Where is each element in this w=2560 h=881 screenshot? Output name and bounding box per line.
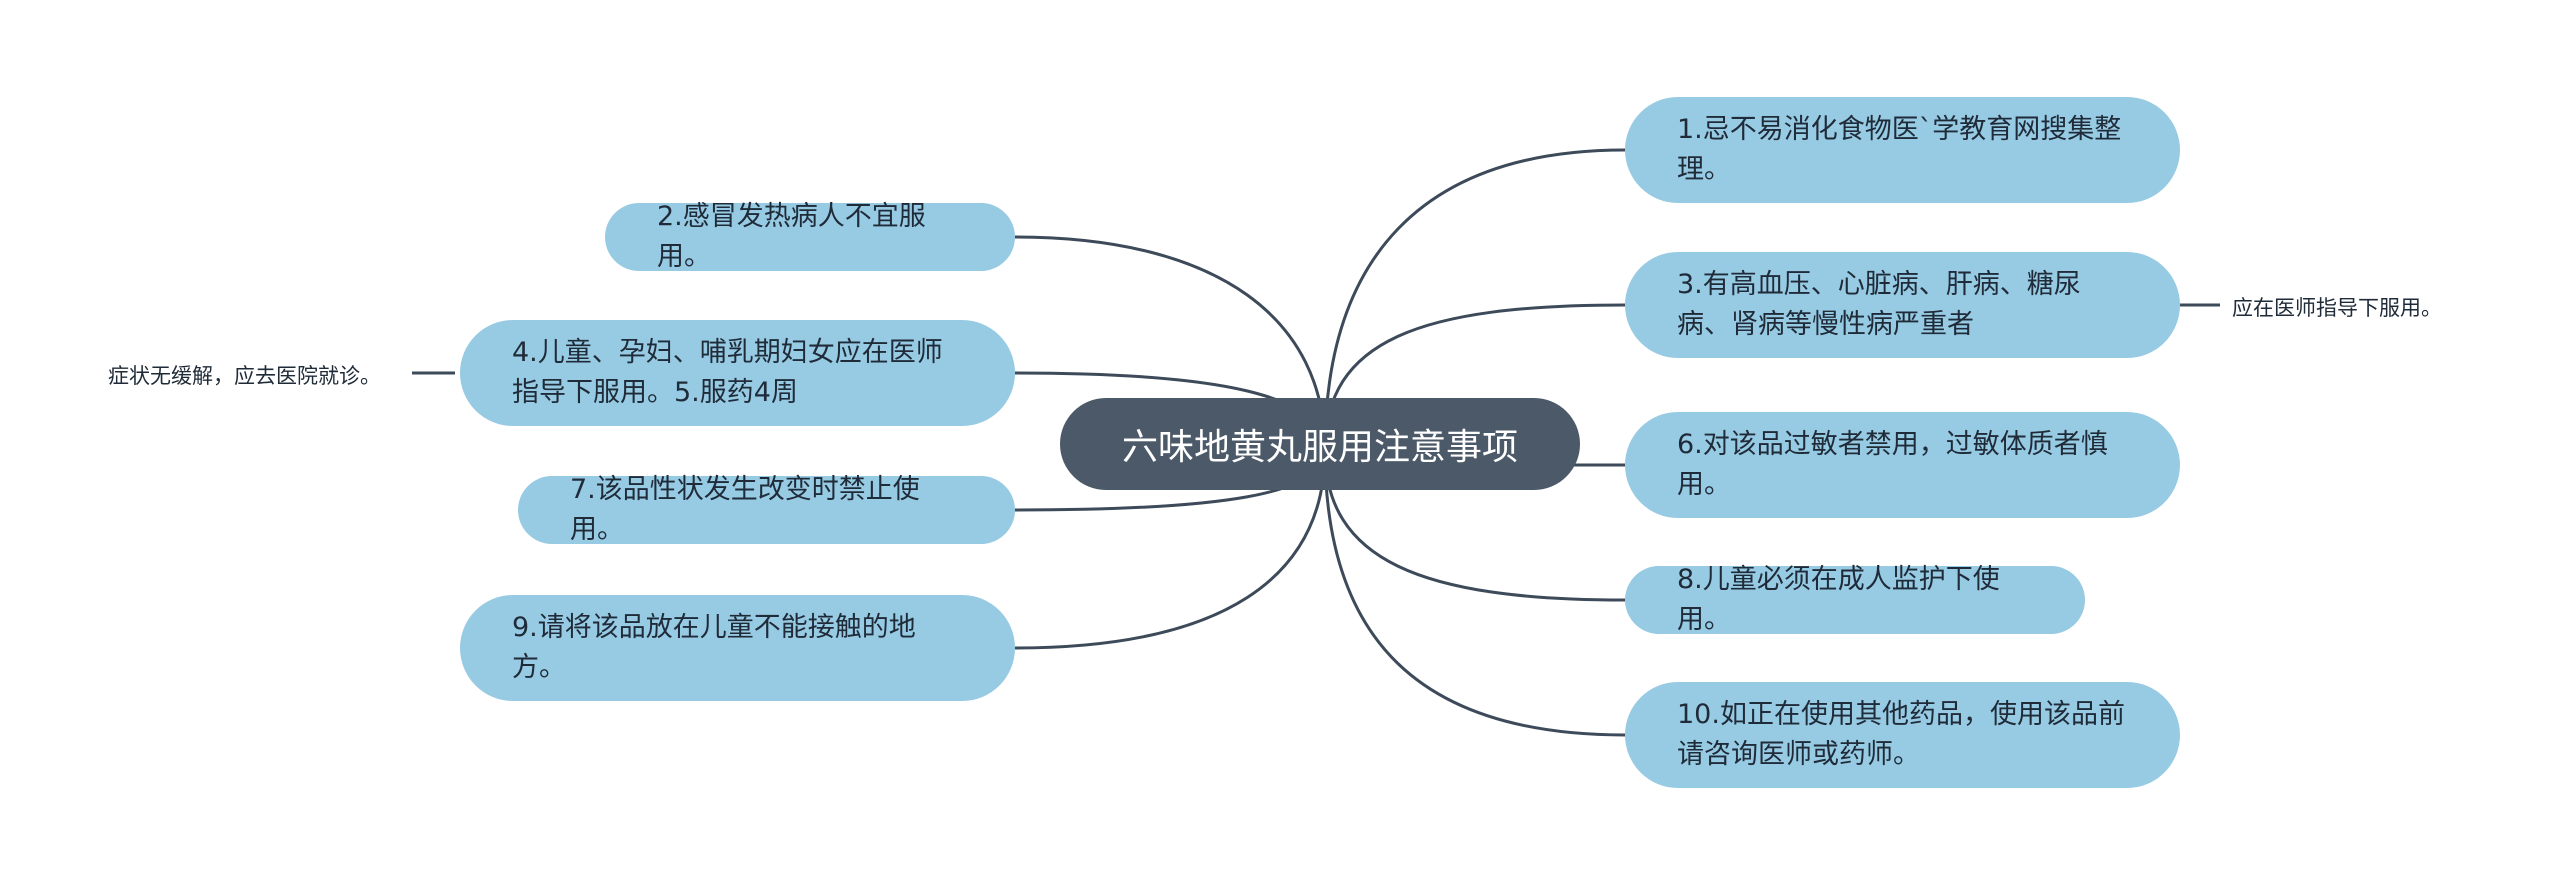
topic-node-9[interactable]: 9.请将该品放在儿童不能接触的地方。 <box>460 595 1015 701</box>
topic-node-3-label: 3.有高血压、心脏病、肝病、糖尿病、肾病等慢性病严重者 <box>1677 269 2081 340</box>
topic-node-7[interactable]: 7.该品性状发生改变时禁止使用。 <box>518 474 1015 545</box>
topic-node-2-label: 2.感冒发热病人不宜服用。 <box>657 201 926 272</box>
topic-node-7-label: 7.该品性状发生改变时禁止使用。 <box>570 474 920 545</box>
topic-node-1[interactable]: 1.忌不易消化食物医`学教育网搜集整理。 <box>1625 97 2180 203</box>
topic-node-8[interactable]: 8.儿童必须在成人监护下使用。 <box>1625 564 2085 635</box>
topic-node-1-label: 1.忌不易消化食物医`学教育网搜集整理。 <box>1677 114 2122 185</box>
topic-node-4-label: 4.儿童、孕妇、哺乳期妇女应在医师指导下服用。5.服药4周 <box>512 337 943 408</box>
edge-n1 <box>1323 148 1626 451</box>
central-topic[interactable]: 六味地黄丸服用注意事项 <box>1060 398 1580 490</box>
topic-node-8-label: 8.儿童必须在成人监护下使用。 <box>1677 564 2000 635</box>
topic-node-2[interactable]: 2.感冒发热病人不宜服用。 <box>605 201 1015 272</box>
subtopic-note-n3[interactable]: 应在医师指导下服用。 <box>2232 296 2442 320</box>
central-topic-label: 六味地黄丸服用注意事项 <box>1121 427 1518 468</box>
edge-n9 <box>1014 449 1327 650</box>
topic-node-6-label: 6.对该品过敏者禁用，过敏体质者慎用。 <box>1677 429 2108 500</box>
subtopic-note-n4[interactable]: 症状无缓解，应去医院就诊。 <box>108 364 381 388</box>
edge-n10 <box>1323 449 1626 737</box>
topic-node-3[interactable]: 3.有高血压、心脏病、肝病、糖尿病、肾病等慢性病严重者 <box>1625 252 2180 358</box>
topic-node-4[interactable]: 4.儿童、孕妇、哺乳期妇女应在医师指导下服用。5.服药4周 <box>460 320 1015 426</box>
topic-node-9-label: 9.请将该品放在儿童不能接触的地方。 <box>512 612 916 683</box>
topic-node-10[interactable]: 10.如正在使用其他药品，使用该品前请咨询医师或药师。 <box>1625 682 2180 788</box>
topic-node-6[interactable]: 6.对该品过敏者禁用，过敏体质者慎用。 <box>1625 412 2180 518</box>
topic-node-10-label: 10.如正在使用其他药品，使用该品前请咨询医师或药师。 <box>1677 699 2125 770</box>
edge-n8 <box>1323 449 1626 602</box>
